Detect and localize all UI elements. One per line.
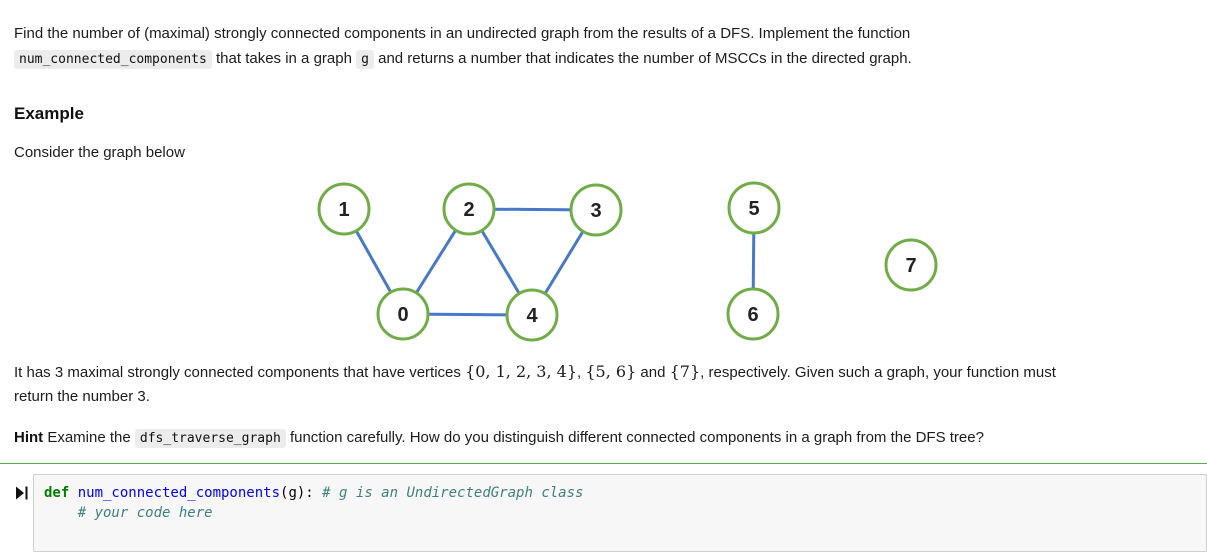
intro-line1: Find the number of (maximal) strongly co… xyxy=(14,25,911,42)
math-set-56: {5, 6} xyxy=(585,362,637,381)
code-editor[interactable]: def num_connected_components(g): # g is … xyxy=(44,483,1196,523)
result-text3: return the number 3. xyxy=(14,388,150,405)
graph-node-label-6: 6 xyxy=(747,304,758,326)
code-function-name: num_connected_components xyxy=(77,485,281,501)
math-set-01234: {0, 1, 2, 3, 4} xyxy=(465,362,578,381)
inline-code-dfs-traverse-graph: dfs_traverse_graph xyxy=(134,429,286,448)
intro-paragraph: Find the number of (maximal) strongly co… xyxy=(14,21,1193,72)
inline-code-num-connected-components: num_connected_components xyxy=(14,50,212,69)
graph-node-label-1: 1 xyxy=(338,199,349,221)
inline-code-g: g xyxy=(356,50,374,69)
hint-label: Hint xyxy=(14,429,44,446)
graph-node-4 xyxy=(505,288,559,342)
graph-caption: Consider the graph below xyxy=(14,144,185,161)
result-paragraph: It has 3 maximal strongly connected comp… xyxy=(14,360,1193,409)
graph-node-label-7: 7 xyxy=(905,255,916,277)
cell-divider xyxy=(0,463,1207,464)
cell-prompt-gutter xyxy=(0,474,33,552)
code-input-area[interactable]: def num_connected_components(g): # g is … xyxy=(33,474,1207,552)
code-comment-line2: # your code here xyxy=(44,505,213,521)
code-comment-line1: # g is an UndirectedGraph class xyxy=(322,485,584,501)
graph-node-label-4: 4 xyxy=(526,305,538,327)
notebook-page: Find the number of (maximal) strongly co… xyxy=(14,21,1193,449)
intro-text2: that takes in a graph xyxy=(211,50,357,67)
graph-node-6 xyxy=(726,287,780,341)
step-forward-icon[interactable] xyxy=(16,486,28,500)
graph-diagram: 1 2 3 0 4 5 6 7 xyxy=(317,181,938,342)
math-set-7: {7} xyxy=(669,362,701,381)
graph-node-5 xyxy=(727,181,781,235)
graph-node-3 xyxy=(569,183,623,237)
graph-node-1 xyxy=(317,182,371,236)
code-cell[interactable]: def num_connected_components(g): # g is … xyxy=(0,474,1207,552)
hint-text1: Examine the xyxy=(43,429,135,446)
result-sep2: and xyxy=(636,364,670,381)
intro-text3: and returns a number that indicates the … xyxy=(373,50,912,67)
graph-node-2 xyxy=(442,182,496,236)
graph-node-0 xyxy=(376,287,430,341)
result-sep1: , xyxy=(577,364,586,381)
example-heading: Example xyxy=(14,104,84,123)
graph-figure: 1 2 3 0 4 5 6 7 xyxy=(305,173,955,345)
code-keyword-def: def xyxy=(44,485,78,501)
hint-paragraph: Hint Examine the dfs_traverse_graph func… xyxy=(14,427,1193,449)
graph-node-label-5: 5 xyxy=(748,198,759,220)
code-args: (g): xyxy=(280,485,323,501)
result-text1: It has 3 maximal strongly connected comp… xyxy=(14,364,466,381)
graph-node-label-3: 3 xyxy=(590,200,601,222)
graph-node-label-0: 0 xyxy=(397,304,408,326)
graph-node-label-2: 2 xyxy=(463,199,474,221)
result-text2: , respectively. Given such a graph, your… xyxy=(700,364,1056,381)
hint-text2: function carefully. How do you distingui… xyxy=(285,429,984,446)
graph-node-7 xyxy=(884,238,938,292)
